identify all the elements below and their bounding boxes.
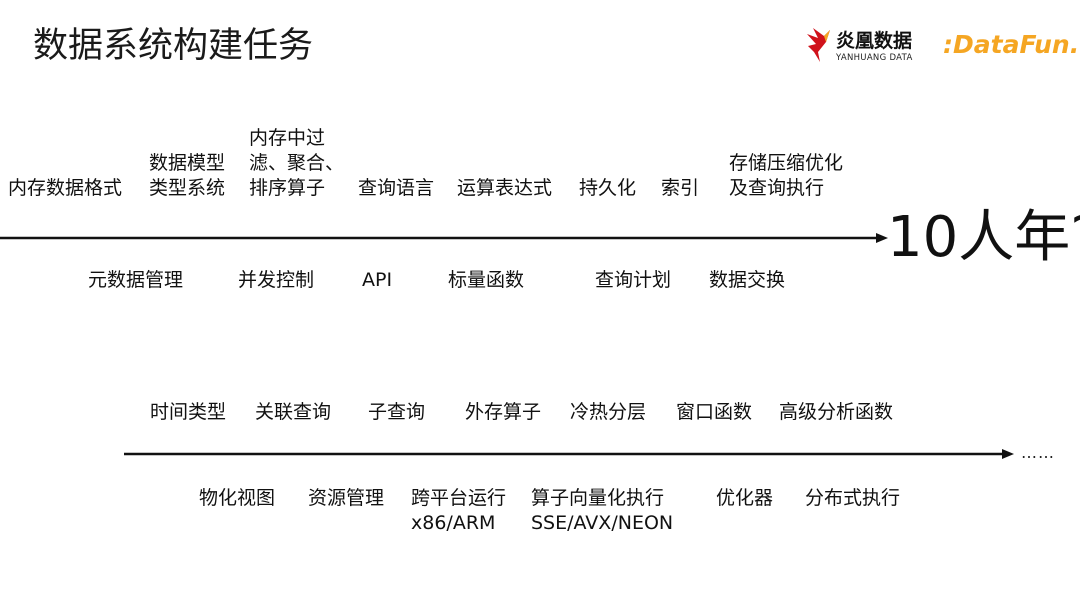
t1-above-item: 运算表达式 bbox=[457, 177, 553, 199]
t1-below-item: 元数据管理 bbox=[88, 269, 184, 291]
t2-below-item: 跨平台运行 x86/ARM bbox=[411, 487, 507, 534]
t2-above-item: 关联查询 bbox=[255, 401, 332, 423]
t2-above-item: 冷热分层 bbox=[570, 401, 647, 423]
t2-above-item: 窗口函数 bbox=[676, 401, 753, 423]
t2-end-label: …… bbox=[1021, 443, 1055, 462]
t1-below-item: 查询计划 bbox=[595, 269, 672, 291]
timeline1-arrowhead bbox=[876, 233, 888, 243]
t1-above-item: 内存中过 滤、聚合、 排序算子 bbox=[249, 127, 345, 199]
t1-below-item: 标量函数 bbox=[448, 269, 525, 291]
t2-above-item: 子查询 bbox=[368, 401, 426, 423]
timeline2-arrowhead bbox=[1002, 449, 1014, 459]
t1-end-label: 10人年? bbox=[887, 205, 1080, 270]
t1-above-item: 内存数据格式 bbox=[8, 177, 123, 199]
t2-below-item: 资源管理 bbox=[308, 487, 385, 509]
datafun-logo: :DataFun. bbox=[943, 30, 1080, 59]
t2-below-item: 优化器 bbox=[716, 487, 774, 509]
t1-below-item: 并发控制 bbox=[238, 269, 315, 291]
t1-above-item: 数据模型 类型系统 bbox=[149, 152, 226, 199]
t2-above-item: 高级分析函数 bbox=[779, 401, 894, 423]
t2-below-item: 物化视图 bbox=[199, 487, 276, 509]
t2-above-item: 时间类型 bbox=[150, 401, 227, 423]
t2-below-item: 算子向量化执行 SSE/AVX/NEON bbox=[531, 487, 674, 534]
t1-above-item: 持久化 bbox=[579, 177, 637, 199]
t2-above-item: 外存算子 bbox=[465, 401, 542, 423]
t1-above-item: 查询语言 bbox=[358, 177, 435, 199]
yanhuang-logo-cn: 炎凰数据 bbox=[836, 30, 913, 52]
t1-below-item: API bbox=[362, 269, 393, 291]
t1-above-item: 存储压缩优化 及查询执行 bbox=[729, 152, 844, 199]
t1-below-item: 数据交换 bbox=[709, 269, 786, 291]
slide-title: 数据系统构建任务 bbox=[33, 26, 314, 66]
yanhuang-logo-en: YANHUANG DATA bbox=[836, 53, 913, 63]
t1-above-item: 索引 bbox=[661, 177, 700, 199]
yanhuang-bird-icon bbox=[807, 28, 830, 62]
t2-below-item: 分布式执行 bbox=[805, 487, 901, 509]
